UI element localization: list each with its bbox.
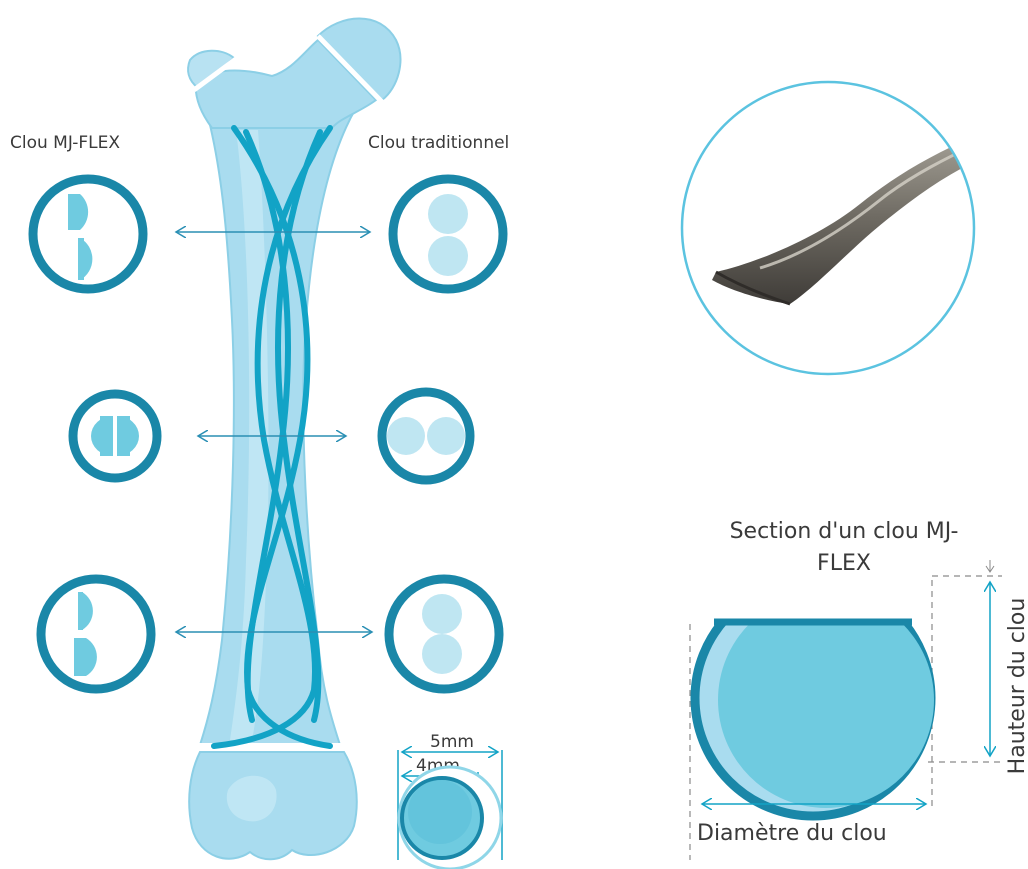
mjflex-section-middle [73, 394, 157, 478]
mjflex-section-large [690, 560, 1002, 860]
section-title-line2: FLEX [817, 551, 871, 576]
section-title-line1: Section d'un clou MJ- [730, 519, 959, 544]
traditional-label: Clou traditionnel [368, 133, 509, 153]
nail-tip-photo-icon [682, 82, 1000, 374]
traditional-section-bottom [389, 579, 499, 689]
mjflex-label: Clou MJ-FLEX [10, 133, 120, 153]
traditional-section-middle [382, 392, 470, 480]
mjflex-section-top [33, 179, 143, 289]
dim-5mm-label: 5mm [430, 732, 474, 752]
mjflex-section-bottom [41, 579, 151, 689]
diameter-label: Diamètre du clou [697, 821, 887, 846]
height-label: Hauteur du clou [1005, 598, 1028, 775]
traditional-section-top [393, 179, 503, 289]
diameter-comparison: 5mm 4mm [398, 732, 502, 869]
